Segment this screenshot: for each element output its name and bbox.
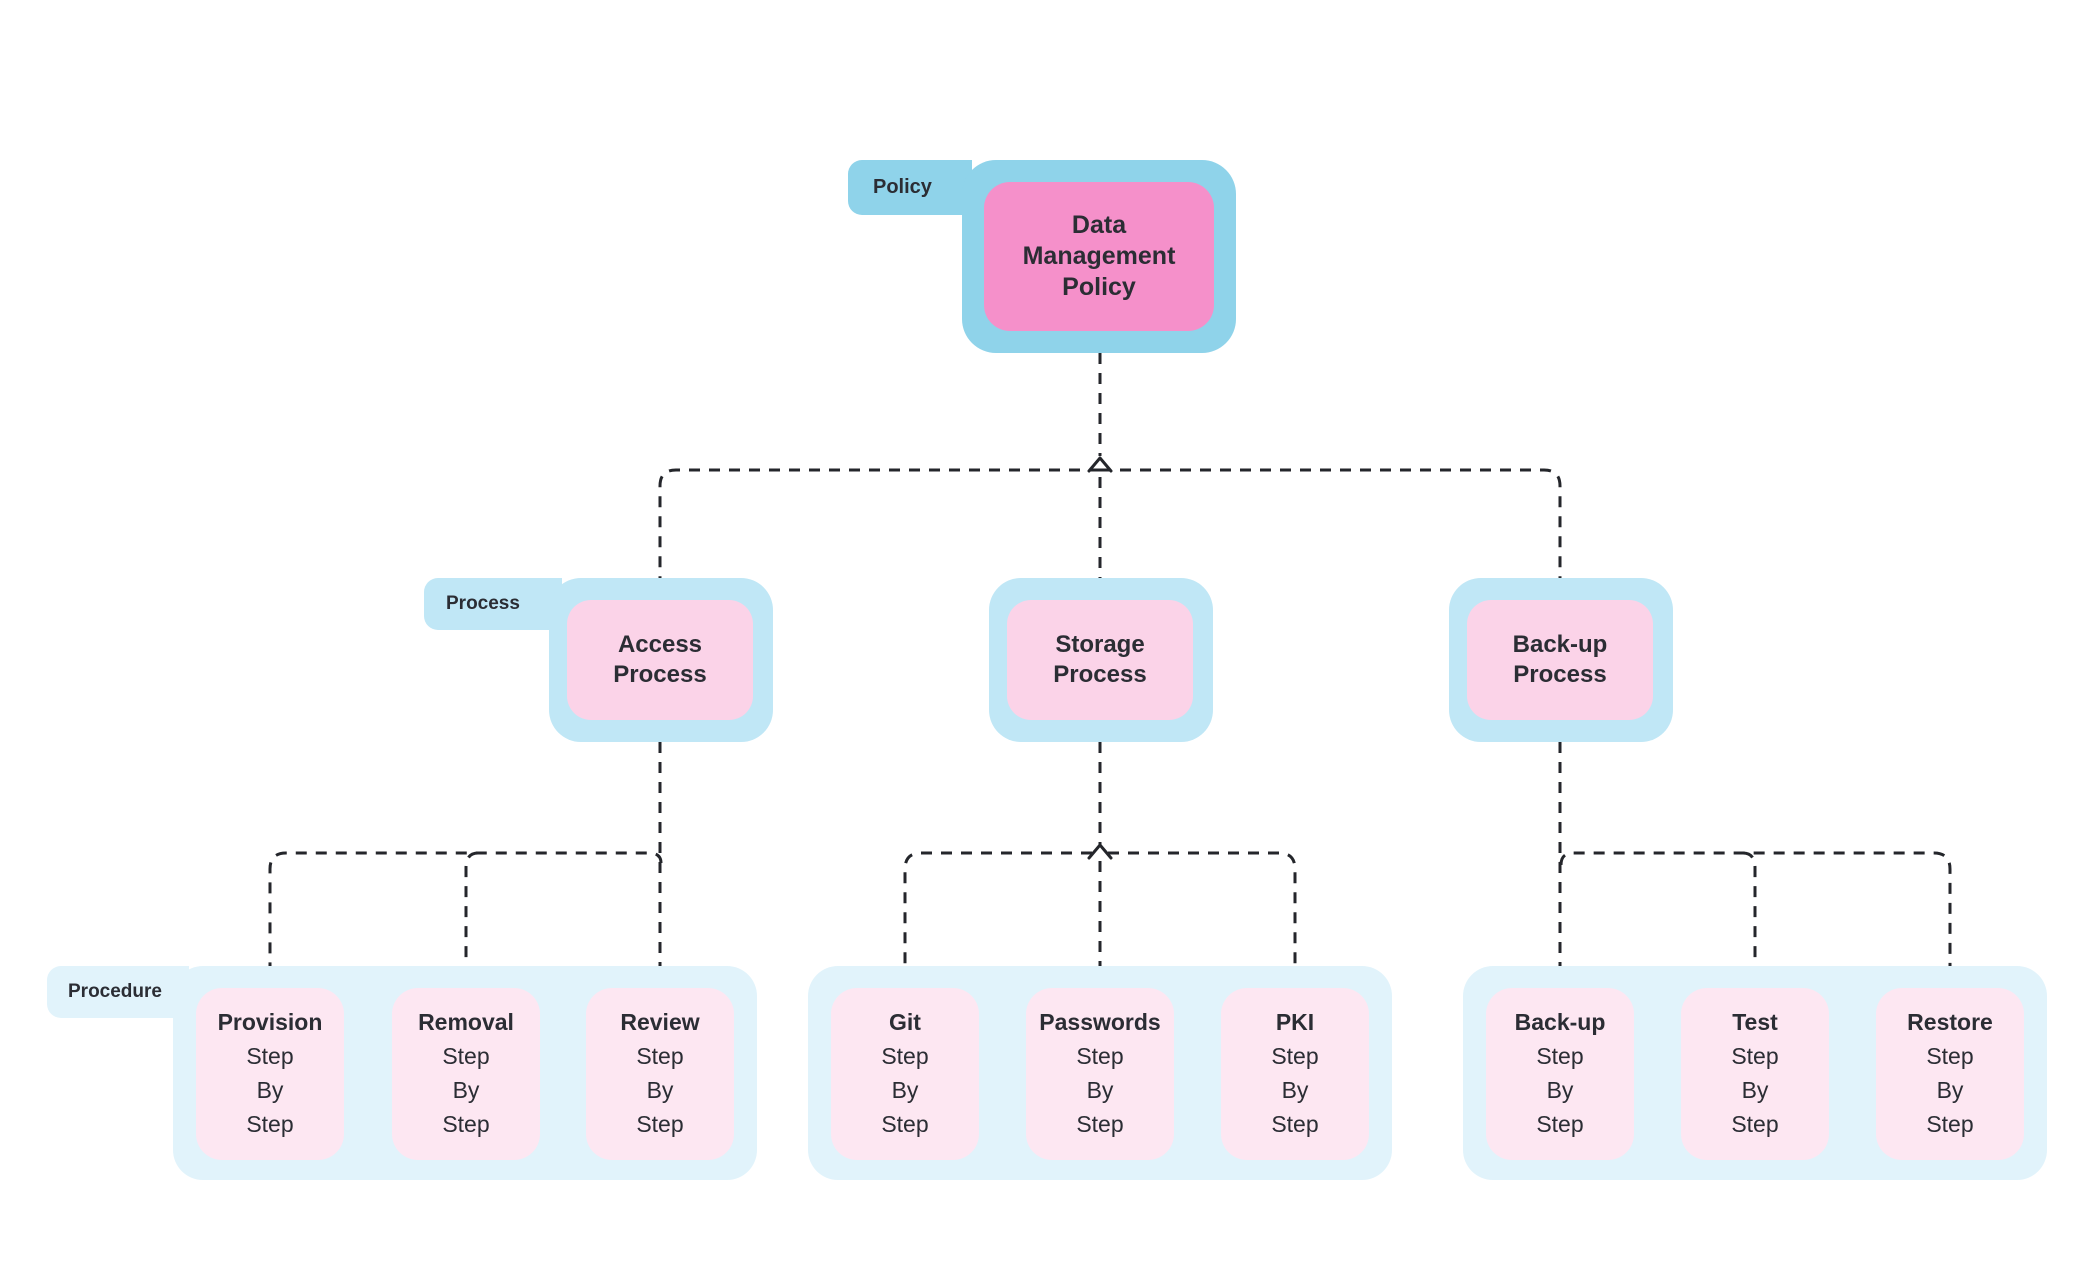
procedure-step-line: Step xyxy=(1271,1043,1319,1069)
procedure-step-line: Step xyxy=(1271,1111,1319,1137)
procedure-title: Test xyxy=(1732,1009,1778,1035)
procedure-title: Passwords xyxy=(1039,1009,1161,1035)
node-title: Data Management Policy xyxy=(1022,211,1176,301)
junction-caret xyxy=(1087,843,1113,860)
procedure-step-line: Step xyxy=(881,1111,929,1137)
procedure-step-line: By xyxy=(256,1077,284,1103)
procedure-step-line: By xyxy=(1281,1077,1309,1103)
procedure-node-removal[interactable]: Removal Step By Step xyxy=(392,988,540,1160)
procedure-node-test[interactable]: Test Step By Step xyxy=(1681,988,1829,1160)
procedure-level-tab: Procedure xyxy=(47,966,189,1018)
node-title: Back-up Process xyxy=(1512,631,1608,688)
policy-level-tab: Policy xyxy=(848,160,972,215)
procedure-title: PKI xyxy=(1275,1009,1315,1035)
procedure-step-line: Step xyxy=(1536,1111,1584,1137)
procedure-title: Review xyxy=(620,1009,700,1035)
procedure-node-review[interactable]: Review Step By Step xyxy=(586,988,734,1160)
process-level-tab: Process xyxy=(424,578,562,630)
process-level-label: Process xyxy=(446,593,520,614)
node-title: Storage Process xyxy=(1053,631,1147,688)
policy-to-process-connectors xyxy=(649,333,1571,601)
node-access-process[interactable]: Access Process xyxy=(567,600,753,720)
procedure-node-pki[interactable]: PKI Step By Step xyxy=(1221,988,1369,1160)
procedure-level-label: Procedure xyxy=(68,981,162,1002)
procedure-step-line: Step xyxy=(1731,1043,1779,1069)
procedure-step-line: Step xyxy=(246,1043,294,1069)
backup-branch-connectors xyxy=(1549,722,1961,988)
procedure-step-line: Step xyxy=(442,1111,490,1137)
procedure-step-line: Step xyxy=(442,1043,490,1069)
procedure-step-line: By xyxy=(1741,1077,1769,1103)
junction-caret xyxy=(1087,456,1113,473)
procedure-step-line: Step xyxy=(1731,1111,1779,1137)
procedure-step-line: Step xyxy=(1926,1111,1974,1137)
node-storage-process[interactable]: Storage Process xyxy=(1007,600,1193,720)
procedure-step-line: Step xyxy=(881,1043,929,1069)
procedure-step-line: By xyxy=(1086,1077,1114,1103)
procedure-step-line: Step xyxy=(1926,1043,1974,1069)
procedure-step-line: Step xyxy=(636,1043,684,1069)
procedure-node-git[interactable]: Git Step By Step xyxy=(831,988,979,1160)
procedure-step-line: Step xyxy=(1076,1111,1124,1137)
procedure-node-passwords[interactable]: Passwords Step By Step xyxy=(1026,988,1174,1160)
policy-level-label: Policy xyxy=(873,176,932,198)
node-backup-process[interactable]: Back-up Process xyxy=(1467,600,1653,720)
node-data-management-policy[interactable]: Data Management Policy xyxy=(984,182,1214,331)
procedure-title: Removal xyxy=(418,1009,514,1035)
procedure-node-restore[interactable]: Restore Step By Step xyxy=(1876,988,2024,1160)
procedure-title: Back-up xyxy=(1514,1009,1606,1035)
procedure-step-line: Step xyxy=(1536,1043,1584,1069)
procedure-step-line: By xyxy=(452,1077,480,1103)
procedure-step-line: By xyxy=(1936,1077,1964,1103)
procedure-step-line: Step xyxy=(636,1111,684,1137)
procedure-title: Git xyxy=(889,1009,921,1035)
storage-branch-connectors xyxy=(894,722,1306,988)
procedure-step-line: Step xyxy=(1076,1043,1124,1069)
procedure-title: Restore xyxy=(1907,1009,1993,1035)
procedure-node-backup[interactable]: Back-up Step By Step xyxy=(1486,988,1634,1160)
procedure-step-line: By xyxy=(891,1077,919,1103)
procedure-title: Provision xyxy=(217,1009,323,1035)
procedure-node-provision[interactable]: Provision Step By Step xyxy=(196,988,344,1160)
procedure-step-line: By xyxy=(646,1077,674,1103)
access-branch-connectors xyxy=(259,722,671,988)
node-title: Access Process xyxy=(613,631,707,688)
procedure-step-line: By xyxy=(1546,1077,1574,1103)
procedure-step-line: Step xyxy=(246,1111,294,1137)
